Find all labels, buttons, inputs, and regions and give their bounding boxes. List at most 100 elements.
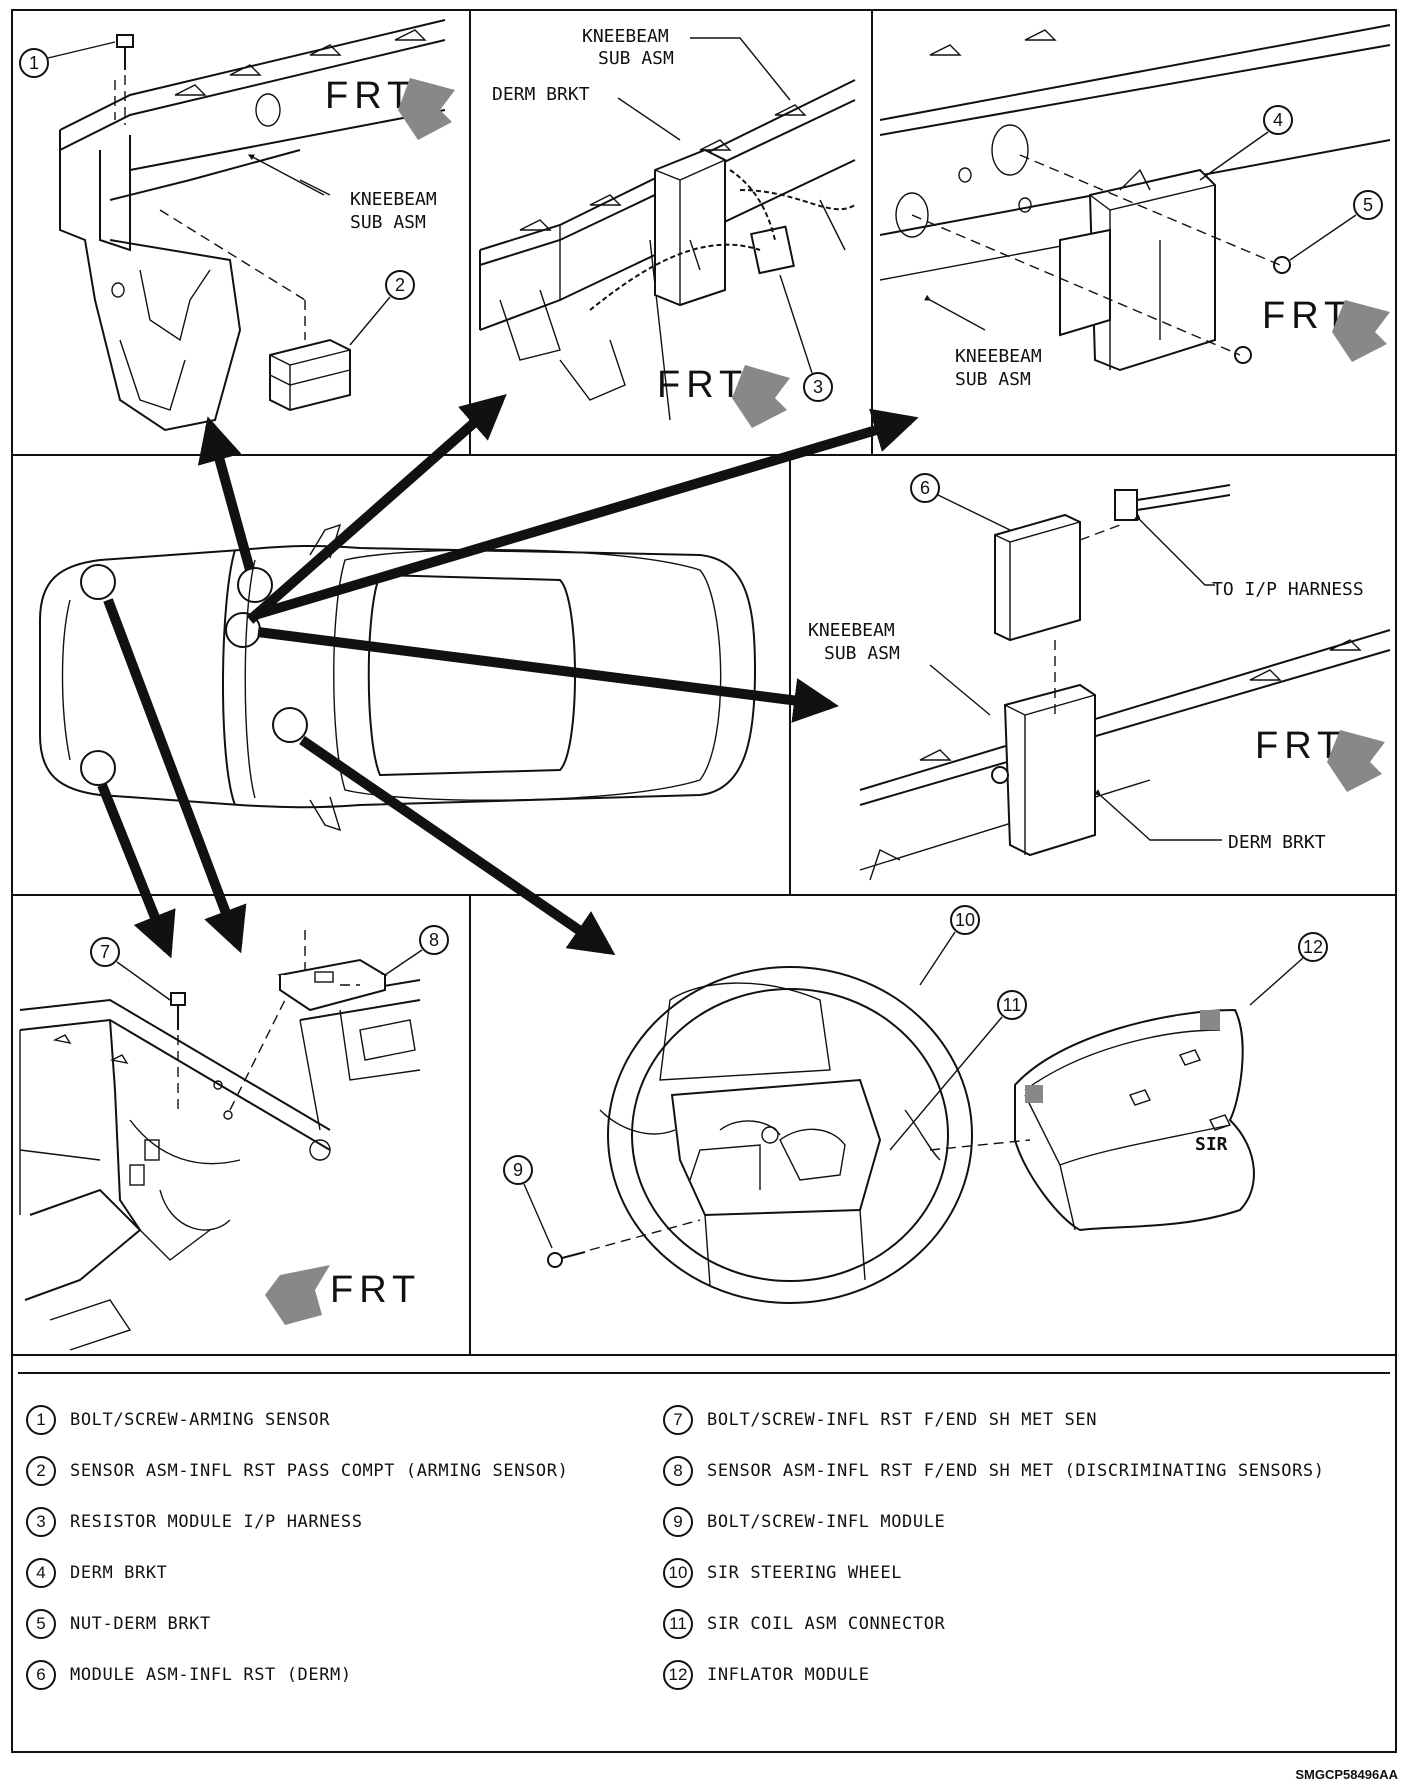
derm-bracket-drawing-4	[991, 683, 1096, 857]
mirror-right	[309, 796, 342, 832]
svg-text:10: 10	[955, 910, 975, 930]
callout-1: 1	[19, 41, 116, 78]
marker-front-right	[80, 750, 116, 786]
derm-bracket-4-drawing	[1059, 168, 1216, 372]
kneebeam-label-2: KNEEBEAM	[582, 26, 669, 47]
panel-derm-module: TO I/P HARNESS KNEEBEAM SUB ASM DERM BRK…	[808, 473, 1391, 881]
svg-text:8: 8	[429, 930, 439, 950]
frt-arrow-4	[1327, 730, 1385, 792]
svg-text:5: 5	[1363, 195, 1373, 215]
arrow-to-derm-module	[257, 627, 839, 723]
callout-7: 7	[90, 937, 171, 1001]
kneebeam-label-3b: SUB ASM	[955, 369, 1031, 390]
panel-frame	[11, 9, 1397, 1753]
sir-label: SIR	[1195, 1134, 1228, 1155]
steering-wheel-10	[599, 966, 973, 1304]
marker-steering	[272, 707, 308, 743]
panel-arming-sensor: KNEEBEAM SUB ASM FRT 1 2	[19, 19, 455, 432]
frt-arrow-3	[1332, 300, 1390, 362]
marker-dash-upper	[237, 567, 273, 603]
callout-6: 6	[910, 473, 1011, 531]
kneebeam-label-1: KNEEBEAM	[350, 189, 437, 210]
leader-kneebeam-3	[924, 294, 986, 331]
svg-text:6: 6	[920, 478, 930, 498]
svg-text:1: 1	[29, 53, 39, 73]
arrow-to-front-sensor-1	[97, 783, 176, 959]
marker-front-left	[80, 564, 116, 600]
frt-arrow-1	[398, 78, 455, 140]
frt-label-2: FRT	[657, 364, 748, 406]
svg-text:11: 11	[1003, 995, 1022, 1015]
arrow-to-front-sensor-2	[103, 598, 247, 954]
callout-8: 8	[384, 925, 449, 976]
harness-connector	[1114, 484, 1231, 521]
arrow-to-steering-wheel	[299, 735, 616, 956]
callout-2: 2	[349, 270, 415, 346]
frt-label-1: FRT	[325, 75, 416, 117]
harness-label: TO I/P HARNESS	[1212, 579, 1364, 600]
kneebeam-label-4: KNEEBEAM	[808, 620, 895, 641]
callout-10: 10	[919, 905, 980, 986]
arrow-to-resistor	[246, 394, 507, 624]
nuts-5	[911, 154, 1291, 364]
derm-module-6-drawing	[994, 513, 1121, 720]
arrow-to-arming-sensor	[197, 416, 255, 572]
callout-11: 11	[889, 990, 1027, 1151]
frt-arrow-5	[265, 1265, 330, 1325]
callout-12: 12	[1249, 932, 1328, 1006]
frt-label-4: FRT	[1255, 725, 1346, 767]
bolt-7	[170, 930, 306, 1111]
bolt-9	[547, 1219, 701, 1268]
kneebeam-label-3: KNEEBEAM	[955, 346, 1042, 367]
leader-harness	[1134, 514, 1215, 586]
derm-brkt-label-4: DERM BRKT	[1228, 832, 1326, 853]
svg-text:3: 3	[813, 377, 823, 397]
derm-bracket-drawing-2	[654, 148, 726, 307]
svg-text:7: 7	[100, 942, 110, 962]
kneebeam-drawing-2	[479, 79, 856, 421]
callout-9: 9	[503, 1155, 553, 1249]
kneebeam-drawing-4	[859, 629, 1391, 881]
panel-front-sensors: FRT 7 8	[19, 925, 449, 1351]
kneebeam-label-4b: SUB ASM	[824, 643, 900, 664]
kneebeam-drawing	[59, 19, 446, 432]
panel-resistor-module: DERM BRKT KNEEBEAM SUB ASM FRT 3	[479, 26, 856, 428]
document-code: SMGCP58496AA	[1295, 1767, 1398, 1782]
bolt-1	[114, 34, 134, 125]
panel-derm-bracket: KNEEBEAM SUB ASM FRT 4 5	[879, 24, 1391, 390]
derm-brkt-label-2: DERM BRKT	[492, 84, 590, 105]
svg-text:12: 12	[1303, 937, 1323, 957]
callout-4: 4	[1199, 105, 1293, 181]
svg-text:9: 9	[513, 1160, 523, 1180]
callout-3: 3	[779, 274, 833, 402]
leader-derm-brkt-2	[617, 97, 681, 141]
arming-sensor-2	[159, 209, 351, 412]
kneebeam-label-1b: SUB ASM	[350, 212, 426, 233]
locator-arrows	[97, 394, 919, 959]
frt-label-5: FRT	[330, 1269, 421, 1311]
svg-text:4: 4	[1273, 110, 1283, 130]
leader-kneebeam-2	[690, 37, 791, 101]
frt-arrow-2	[732, 365, 790, 428]
kneebeam-label-2b: SUB ASM	[598, 48, 674, 69]
resistor-module-drawing	[589, 169, 856, 311]
svg-text:2: 2	[395, 275, 405, 295]
leader-kneebeam-1	[247, 154, 331, 196]
sensor-8	[277, 958, 388, 1012]
leader-derm-brkt-4	[1094, 789, 1222, 841]
